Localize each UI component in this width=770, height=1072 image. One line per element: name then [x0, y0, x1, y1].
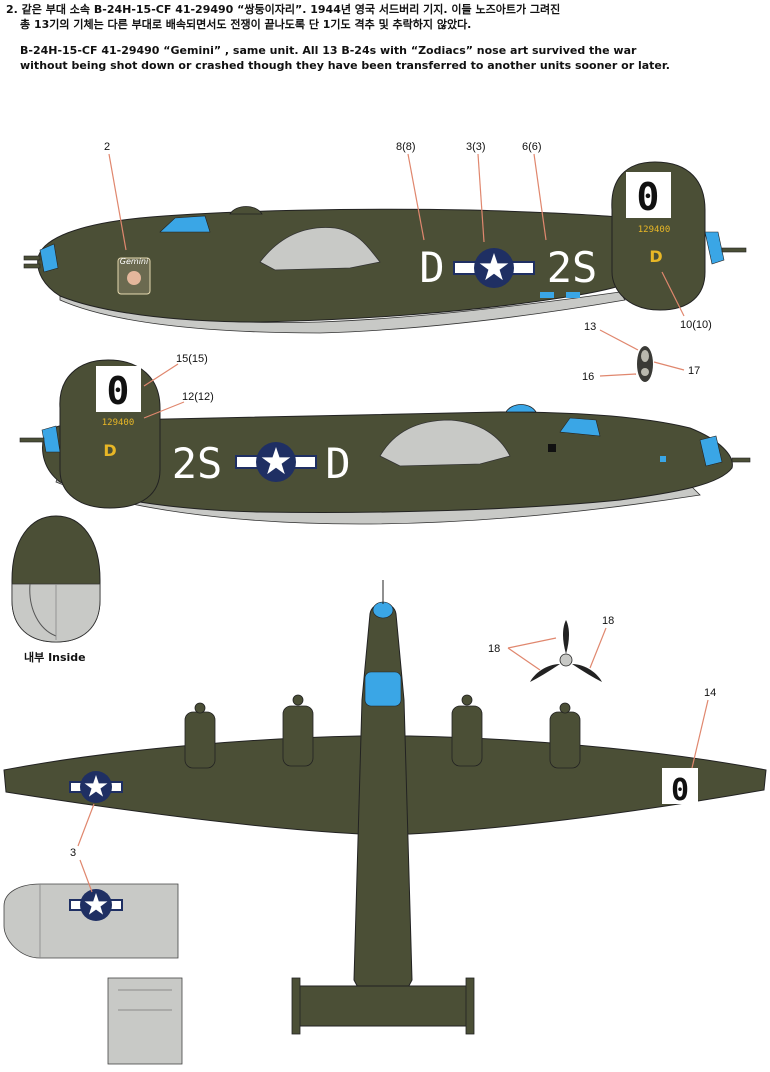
callout-18b: 18 [602, 615, 614, 627]
tail-letter-panel-right [96, 366, 141, 412]
callout-13: 13 [584, 321, 596, 333]
header-line-3: B-24H-15-CF 41-29490 “Gemini” , same uni… [20, 44, 637, 57]
callout-2: 2 [104, 141, 110, 153]
wing-letter-panel [662, 768, 698, 804]
header-line-2: 총 13기의 기체는 다른 부대로 배속되면서도 전쟁이 끝나도록 단 1기도 … [20, 18, 472, 31]
nose-art-gemini: Gemini [117, 257, 151, 295]
left-profile: Gemini D 2S 0 129400 D [23, 161, 747, 334]
callout-12: 12(12) [182, 391, 214, 403]
nose-art-text: Gemini [120, 257, 149, 266]
callout-14: 14 [704, 687, 716, 699]
left-code-squadron: 2S [547, 243, 598, 292]
wing-letter: 0 [671, 773, 689, 808]
tail-code: D [649, 247, 662, 266]
propeller [530, 620, 602, 682]
tail-serial-right: 129400 [102, 418, 135, 428]
callout-3a: 3(3) [466, 141, 486, 153]
tail-inside-view: 내부 Inside [11, 515, 101, 664]
left-insignia [453, 248, 535, 288]
tail-letter: 0 [637, 175, 660, 219]
callout-17: 17 [688, 365, 700, 377]
tail-letter-panel [626, 172, 671, 218]
right-insignia [235, 442, 317, 482]
plan-view: 0 [3, 580, 767, 1035]
inside-label: 내부 Inside [24, 650, 86, 664]
right-code-squadron: 2S [172, 439, 223, 488]
callout-16: 16 [582, 371, 594, 383]
antenna-part [637, 346, 653, 382]
left-code-letter: D [419, 243, 444, 292]
callout-6: 6(6) [522, 141, 542, 153]
right-code-letter: D [325, 439, 350, 488]
wing-insignia [69, 771, 123, 803]
tail-code-right: D [103, 441, 116, 460]
callout-15: 15(15) [176, 353, 208, 365]
right-profile: 0 129400 D 2S D [19, 359, 751, 525]
callout-18a: 18 [488, 643, 500, 655]
callout-8: 8(8) [396, 141, 416, 153]
header-line-1: 2. 같은 부대 소속 B-24H-15-CF 41-29490 “쌍둥이자리”… [6, 3, 561, 16]
callouts: 2 8(8) 3(3) 6(6) 10(10) 13 16 17 15(15) … [70, 141, 716, 893]
wing-underside-detail [3, 883, 183, 1065]
tail-serial: 129400 [638, 225, 671, 235]
header-line-4: without being shot down or crashed thoug… [20, 59, 670, 72]
tail-letter-right: 0 [107, 369, 130, 413]
callout-10: 10(10) [680, 319, 712, 331]
wing-underside-insignia [69, 889, 123, 921]
callout-3b: 3 [70, 847, 76, 859]
